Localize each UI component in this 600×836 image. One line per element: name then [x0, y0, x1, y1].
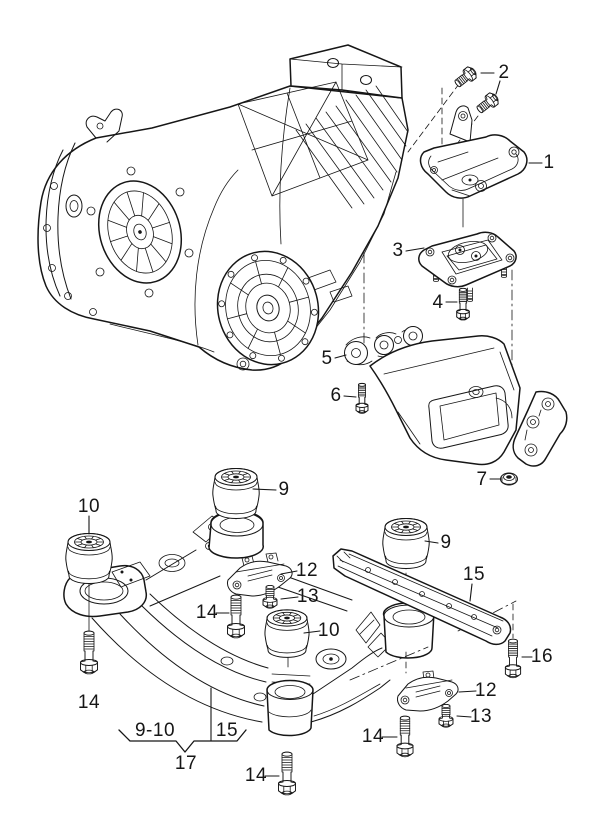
gearbox-mount-drawing — [419, 232, 516, 302]
bushing-9-left — [212, 468, 260, 519]
bolt-14-b — [80, 630, 98, 675]
callout-bracket-12-right[interactable]: 12 — [474, 680, 498, 701]
bell-bolts — [44, 167, 194, 316]
callout-bushing-9-left[interactable]: 9 — [278, 479, 290, 500]
bushing-10-right — [264, 609, 310, 658]
assembly-brace — [119, 688, 246, 752]
stop-bracket-left-drawing — [227, 553, 292, 596]
bushing-10-left — [65, 533, 113, 584]
callout-bolt-16[interactable]: 16 — [530, 646, 554, 667]
callout-bolt-14-b[interactable]: 14 — [77, 692, 101, 713]
reinforcement-plate-drawing — [333, 549, 511, 644]
callout-bolt-6[interactable]: 6 — [330, 385, 342, 406]
bolt-14-c — [396, 715, 414, 758]
callout-mount-3[interactable]: 3 — [392, 240, 404, 261]
callout-nut-7[interactable]: 7 — [476, 469, 488, 490]
bolt-6 — [355, 382, 369, 414]
callout-bolt-14-a[interactable]: 14 — [195, 602, 219, 623]
callout-bracket-12-left[interactable]: 12 — [295, 560, 319, 581]
callout-bolt-14-d[interactable]: 14 — [244, 765, 268, 786]
callout-bracket-1[interactable]: 1 — [543, 152, 555, 173]
clutch-fan — [86, 170, 194, 294]
bracket-arm — [450, 106, 472, 142]
callout-assembly-17[interactable]: 17 — [174, 753, 198, 774]
bolt-2-b — [473, 90, 502, 117]
callout-bolt-14-c[interactable]: 14 — [361, 726, 385, 747]
callout-bolt-2[interactable]: 2 — [498, 62, 510, 83]
callout-bushing-10-left[interactable]: 10 — [77, 496, 101, 517]
leader-lines — [89, 73, 542, 776]
callout-plate-15[interactable]: 15 — [462, 564, 486, 585]
bolt-14-d — [278, 751, 296, 796]
bushing-9-right — [382, 518, 430, 569]
callout-bolt-13-left[interactable]: 13 — [296, 586, 320, 607]
bolt-2-a — [451, 64, 480, 91]
callout-crossmember-5[interactable]: 5 — [321, 348, 333, 369]
bolt-16 — [504, 638, 522, 679]
callout-group-15[interactable]: 15 — [215, 720, 239, 741]
callout-bolt-4[interactable]: 4 — [432, 292, 444, 313]
support-bracket-drawing — [421, 106, 527, 198]
callout-bushing-10-right[interactable]: 10 — [317, 620, 341, 641]
callout-bushing-9-right[interactable]: 9 — [440, 532, 452, 553]
callout-group-9-10[interactable]: 9-10 — [134, 720, 176, 741]
stop-bracket-right-drawing — [397, 671, 458, 711]
output-flange — [205, 240, 331, 376]
bolt-14-a — [227, 594, 245, 639]
transmission-drawing — [38, 45, 408, 376]
callout-bolt-13-right[interactable]: 13 — [469, 706, 493, 727]
crossmember-drawing — [345, 327, 567, 467]
nut-7-drawing — [501, 473, 518, 485]
bolt-13-right — [438, 704, 454, 728]
subframe-drawing — [64, 511, 434, 736]
